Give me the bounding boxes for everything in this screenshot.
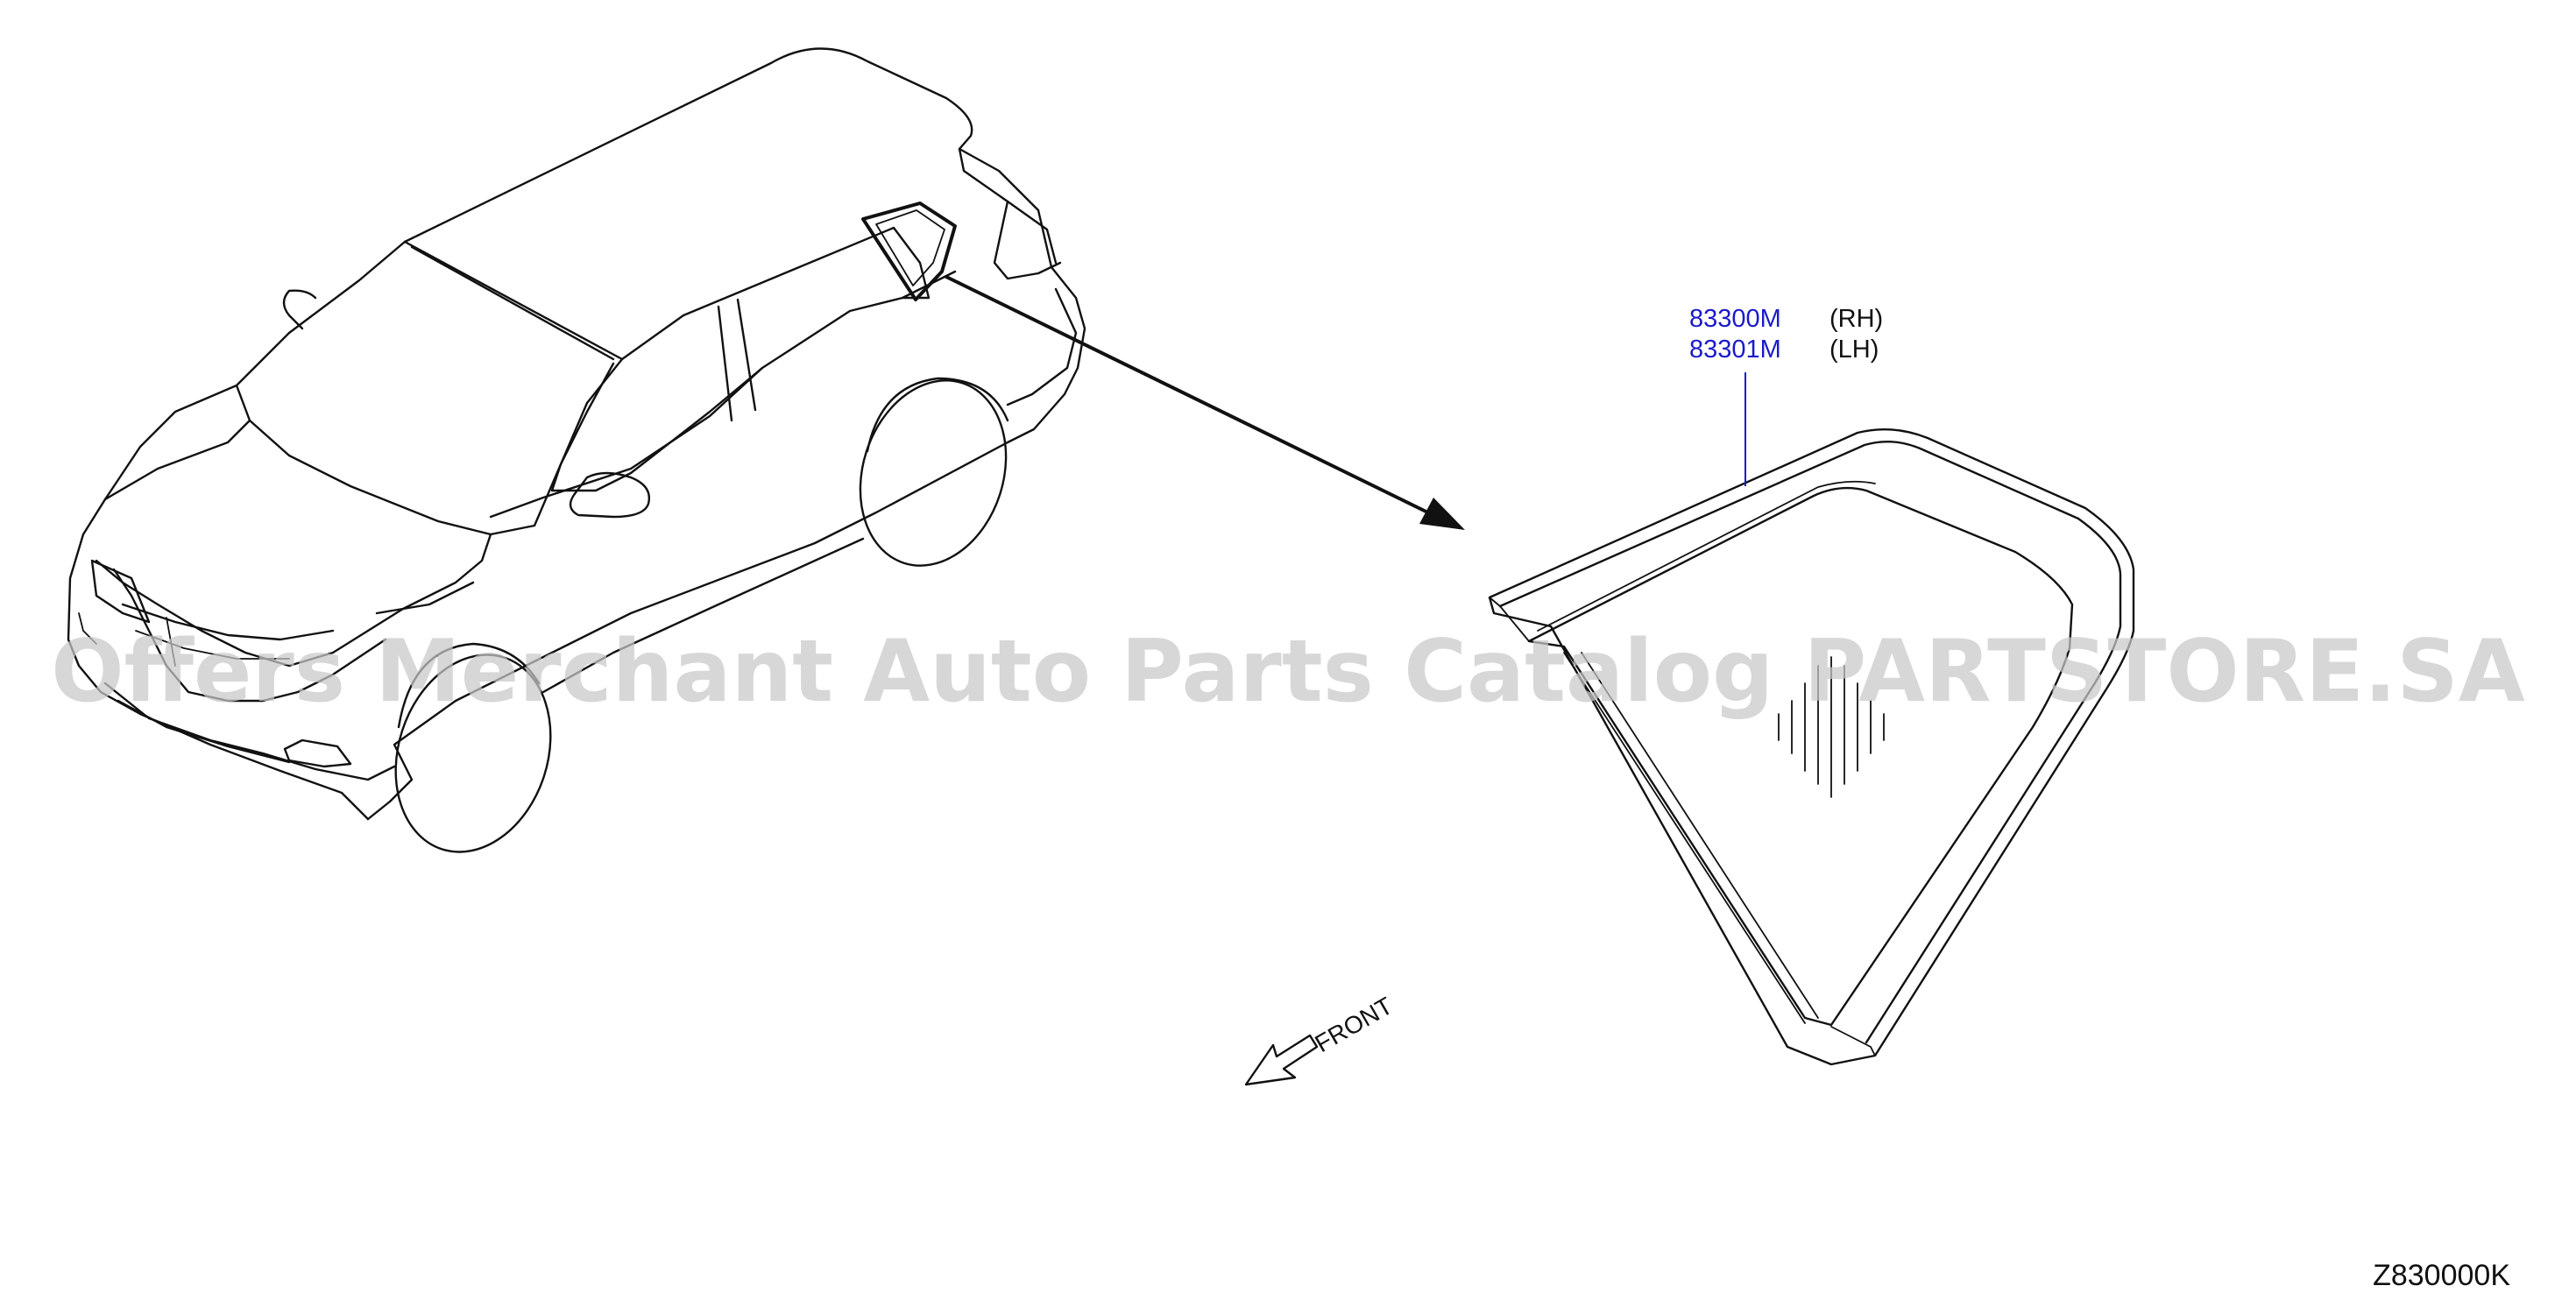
part-side-lh: (LH) bbox=[1829, 336, 1879, 364]
part-number-lh[interactable]: 83301M bbox=[1689, 336, 1781, 364]
callout-arrow bbox=[945, 275, 1465, 530]
part-side-rh: (RH) bbox=[1829, 305, 1883, 333]
diagram-code: Z830000K bbox=[2373, 1259, 2510, 1292]
front-arrow-icon bbox=[1244, 1034, 1319, 1086]
front-label: FRONT bbox=[1311, 992, 1398, 1057]
front-direction-indicator: FRONT bbox=[1244, 992, 1398, 1086]
watermark: Offers Merchant Auto Parts Catalog PARTS… bbox=[51, 622, 2525, 722]
quarter-glass-part bbox=[1488, 372, 2135, 1066]
glass-hatch-mark bbox=[1778, 656, 1885, 798]
part-number-rh[interactable]: 83300M bbox=[1689, 305, 1781, 333]
vehicle-illustration bbox=[67, 47, 1086, 853]
part-labels: 83300M (RH) 83301M (LH) bbox=[1689, 305, 1883, 364]
